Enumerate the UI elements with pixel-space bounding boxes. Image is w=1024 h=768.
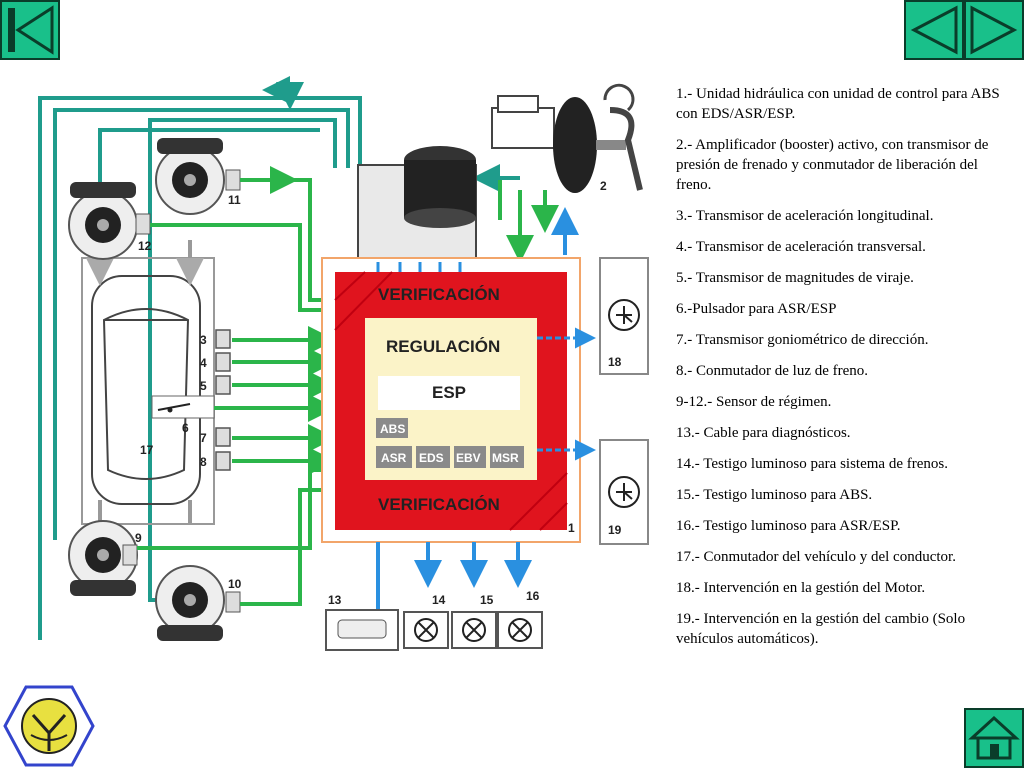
first-slide-button[interactable]	[0, 0, 60, 60]
label-11: 11	[228, 193, 241, 207]
first-slide-icon	[8, 5, 54, 55]
legend-item: 14.- Testigo luminoso para sistema de fr…	[676, 456, 948, 472]
legend-item: 6.-Pulsador para ASR/ESP	[676, 301, 837, 317]
legend-item: 17.- Conmutador del vehículo y del condu…	[676, 549, 956, 565]
esp-system-diagram: VERIFICACIÓN REGULACIÓN ESP ABS ASR EDS …	[38, 76, 649, 651]
legend-item: 5.- Transmisor de magnitudes de viraje.	[676, 270, 914, 286]
legend-item: 16.- Testigo luminoso para ASR/ESP.	[676, 518, 901, 534]
label-14: 14	[432, 593, 446, 607]
next-slide-icon	[970, 5, 1018, 55]
vehicle-frame	[81, 257, 215, 525]
legend-item: 18.- Intervención en la gestión del Moto…	[676, 580, 926, 596]
car-outline	[91, 275, 201, 505]
label-6: 6	[182, 421, 189, 435]
next-slide-button[interactable]	[964, 0, 1024, 60]
warning-lamps	[403, 611, 543, 649]
label-12: 12	[138, 239, 152, 253]
legend-item: 19.- Intervención en la gestión del camb…	[676, 611, 966, 647]
ebv-label: EBV	[456, 451, 481, 465]
hydraulic-unit	[357, 146, 477, 261]
label-15: 15	[480, 593, 494, 607]
legend-item: 2.- Amplificador (booster) activo, con t…	[676, 137, 989, 193]
legend-item: 7.- Transmisor goniométrico de dirección…	[676, 332, 929, 348]
label-16: 16	[526, 589, 540, 603]
logo-icon[interactable]	[3, 685, 95, 767]
label-7: 7	[200, 431, 207, 445]
eds-label: EDS	[419, 451, 444, 465]
label-2: 2	[600, 179, 607, 193]
label-5: 5	[200, 379, 207, 393]
msr-label: MSR	[492, 451, 519, 465]
previous-slide-button[interactable]	[904, 0, 964, 60]
legend-item: 8.- Conmutador de luz de freno.	[676, 363, 869, 379]
verification-top-label: VERIFICACIÓN	[378, 285, 500, 304]
verification-bottom-label: VERIFICACIÓN	[378, 495, 500, 514]
label-4: 4	[200, 356, 207, 370]
sensor-boxes	[215, 329, 231, 471]
asr-esp-switch-6	[151, 395, 215, 419]
legend-item: 4.- Transmisor de aceleración transversa…	[676, 239, 926, 255]
home-button[interactable]	[964, 708, 1024, 768]
engine-intervention-18	[599, 257, 649, 375]
esp-label: ESP	[432, 383, 466, 402]
label-18: 18	[608, 355, 622, 369]
label-3: 3	[200, 333, 207, 347]
abs-label: ABS	[380, 422, 405, 436]
home-icon	[968, 715, 1020, 760]
label-17: 17	[140, 443, 154, 457]
legend-item: 15.- Testigo luminoso para ABS.	[676, 487, 873, 503]
wheel-sensor-9	[68, 520, 138, 596]
diagnostic-connector-13	[325, 609, 399, 651]
label-10: 10	[228, 577, 242, 591]
label-8: 8	[200, 455, 207, 469]
esp-block	[378, 376, 520, 410]
brake-booster	[491, 83, 643, 193]
wheel-sensor-10	[155, 565, 241, 641]
legend-item: 9-12.- Sensor de régimen.	[676, 394, 832, 410]
label-1: 1	[568, 521, 575, 535]
asr-label: ASR	[381, 451, 407, 465]
legend-list: 1.- Unidad hidráulica con unidad de cont…	[676, 84, 1006, 660]
regulation-label: REGULACIÓN	[386, 337, 500, 356]
wheel-sensor-11	[155, 138, 241, 215]
legend-item: 13.- Cable para diagnósticos.	[676, 425, 851, 441]
legend-item: 3.- Transmisor de aceleración longitudin…	[676, 208, 934, 224]
label-19: 19	[608, 523, 622, 537]
label-9: 9	[135, 531, 142, 545]
wheel-sensor-12	[68, 182, 151, 260]
label-13: 13	[328, 593, 342, 607]
previous-slide-icon	[910, 5, 958, 55]
legend-item: 1.- Unidad hidráulica con unidad de cont…	[676, 86, 1000, 122]
gearbox-intervention-19	[599, 439, 649, 545]
